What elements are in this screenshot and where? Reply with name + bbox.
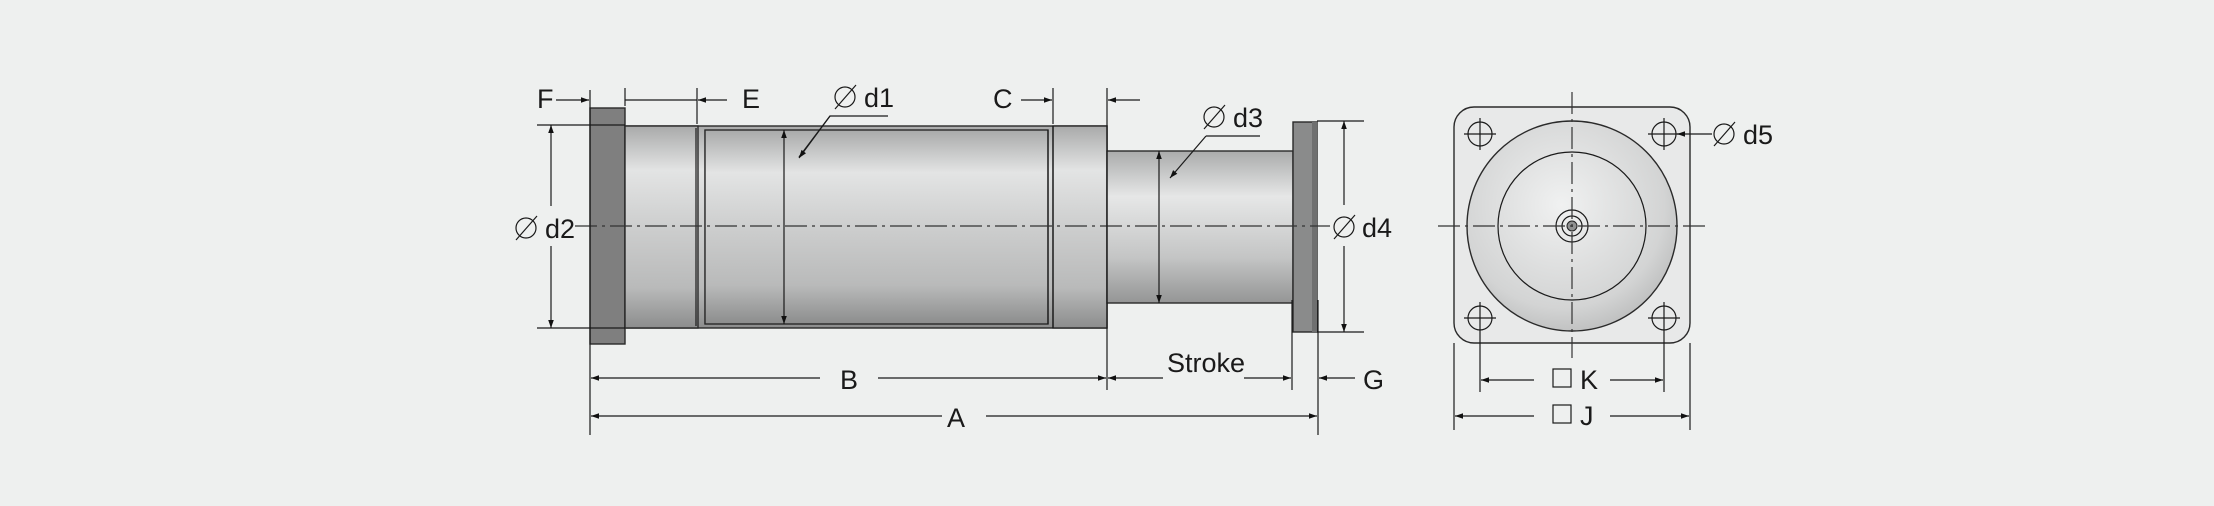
dim-label-d5: d5 — [1743, 120, 1773, 150]
dim-label-j: J — [1580, 401, 1594, 431]
diameter-symbol — [1333, 214, 1356, 240]
dim-label-c: C — [993, 84, 1013, 114]
dim-label-g: G — [1363, 365, 1384, 395]
body-collar-left — [624, 125, 699, 329]
front-head — [1052, 125, 1108, 329]
dim-label-f: F — [537, 84, 554, 114]
bolt-hole-top-left — [1464, 118, 1496, 150]
front-view — [1438, 92, 1705, 358]
dim-label-e: E — [742, 84, 760, 114]
front-inner-circle — [1497, 151, 1647, 301]
piston-rod — [1106, 150, 1294, 304]
side-view — [575, 107, 1330, 345]
square-symbol — [1552, 368, 1572, 388]
dim-label-d1: d1 — [864, 83, 894, 113]
barrel — [704, 129, 1049, 325]
dim-label-d3: d3 — [1233, 103, 1263, 133]
diameter-symbol — [834, 84, 857, 110]
side-view-dimensions: F E C d1 d3 d2 — [515, 83, 1392, 435]
dim-label-b: B — [840, 365, 858, 395]
front-view-dimensions: d5 K J — [1453, 120, 1773, 431]
dim-label-k: K — [1580, 365, 1598, 395]
bolt-hole-top-right — [1648, 118, 1680, 150]
dim-label-stroke: Stroke — [1167, 348, 1245, 378]
dim-label-d2: d2 — [545, 214, 575, 244]
diameter-symbol — [515, 215, 538, 241]
dim-label-d4: d4 — [1362, 213, 1392, 243]
dim-label-a: A — [947, 403, 965, 433]
bolt-hole-bottom-left — [1464, 302, 1496, 334]
square-symbol — [1552, 404, 1572, 424]
bolt-hole-bottom-right — [1648, 302, 1680, 334]
diameter-symbol — [1713, 121, 1736, 147]
diameter-symbol — [1203, 104, 1226, 130]
rod-end-plate-face — [1312, 122, 1317, 332]
